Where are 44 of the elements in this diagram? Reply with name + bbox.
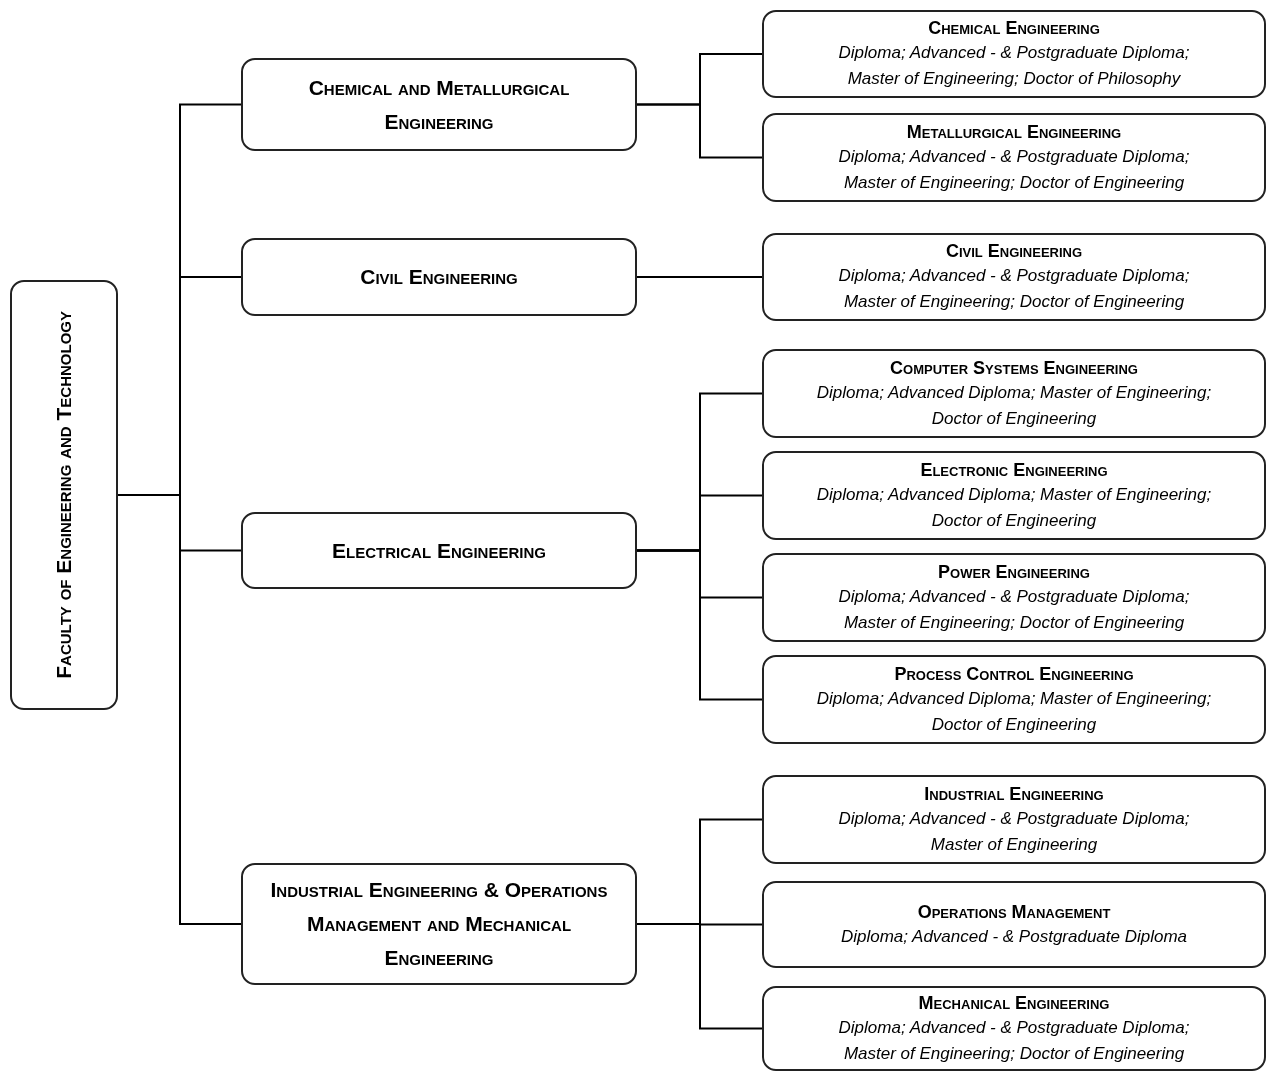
qualification-list: Diploma; Advanced - & Postgraduate Diploma <box>840 923 1188 950</box>
programme-box <box>762 775 1266 864</box>
box-title: Chemical Engineering <box>928 17 1100 40</box>
programme-box <box>762 113 1266 202</box>
department-box <box>241 58 637 151</box>
programme-box <box>762 349 1266 438</box>
programme-box <box>762 10 1266 98</box>
qualification-list: Diploma; Advanced - & Postgraduate Diploma; Master of Engineering; Doctor of Engineering <box>811 143 1217 196</box>
box-title: Process Control Engineering <box>894 662 1134 686</box>
box-title: Metallurgical Engineering <box>906 120 1122 144</box>
department-box <box>241 238 637 316</box>
programme-box <box>762 553 1266 642</box>
qualification-list: Diploma; Advanced Diploma; Master of Engineering; Doctor of Engineering <box>811 685 1217 738</box>
connector-line <box>636 549 763 701</box>
programme-box <box>762 881 1266 968</box>
connector-line <box>636 923 763 1030</box>
box-title: Civil Engineering <box>945 240 1083 263</box>
programme-box <box>762 655 1266 744</box>
programme-box <box>762 986 1266 1071</box>
box-title: Industrial Engineering & Operations Management and Mechanical Engineering <box>269 877 609 971</box>
programme-box <box>762 233 1266 321</box>
programme-box <box>762 451 1266 540</box>
qualification-list: Diploma; Advanced - & Postgraduate Diploma; Master of Engineering; Doctor of Philosophy <box>811 40 1217 92</box>
department-box <box>241 863 637 985</box>
box-title: Faculty of Engineering and Technology <box>51 311 76 679</box>
box-title: Computer Systems Engineering <box>890 356 1138 380</box>
box-title: Mechanical Engineering <box>918 991 1110 1015</box>
qualification-list: Diploma; Advanced Diploma; Master of Engineering; Doctor of Engineering <box>811 481 1217 534</box>
connector-line <box>636 276 763 278</box>
connector-line <box>636 103 763 159</box>
qualification-list: Diploma; Advanced - & Postgraduate Diploma; Master of Engineering <box>811 805 1217 858</box>
qualification-list: Diploma; Advanced Diploma; Master of Engineering; Doctor of Engineering <box>811 379 1217 432</box>
department-box <box>241 512 637 589</box>
qualification-list: Diploma; Advanced - & Postgraduate Diploma; Master of Engineering; Doctor of Engineering <box>811 263 1217 315</box>
root-box <box>10 280 118 710</box>
box-title: Industrial Engineering <box>924 782 1104 806</box>
box-title: Civil Engineering <box>360 264 518 290</box>
box-title: Operations Management <box>917 900 1111 924</box>
qualification-list: Diploma; Advanced - & Postgraduate Diploma; Master of Engineering; Doctor of Engineering <box>811 1014 1217 1067</box>
box-title: Electronic Engineering <box>920 458 1108 482</box>
qualification-list: Diploma; Advanced - & Postgraduate Diploma; Master of Engineering; Doctor of Engineering <box>811 583 1217 636</box>
box-title: Electrical Engineering <box>332 537 546 564</box>
box-title: Chemical and Metallurgical Engineering <box>307 74 571 135</box>
box-title: Power Engineering <box>938 560 1090 584</box>
